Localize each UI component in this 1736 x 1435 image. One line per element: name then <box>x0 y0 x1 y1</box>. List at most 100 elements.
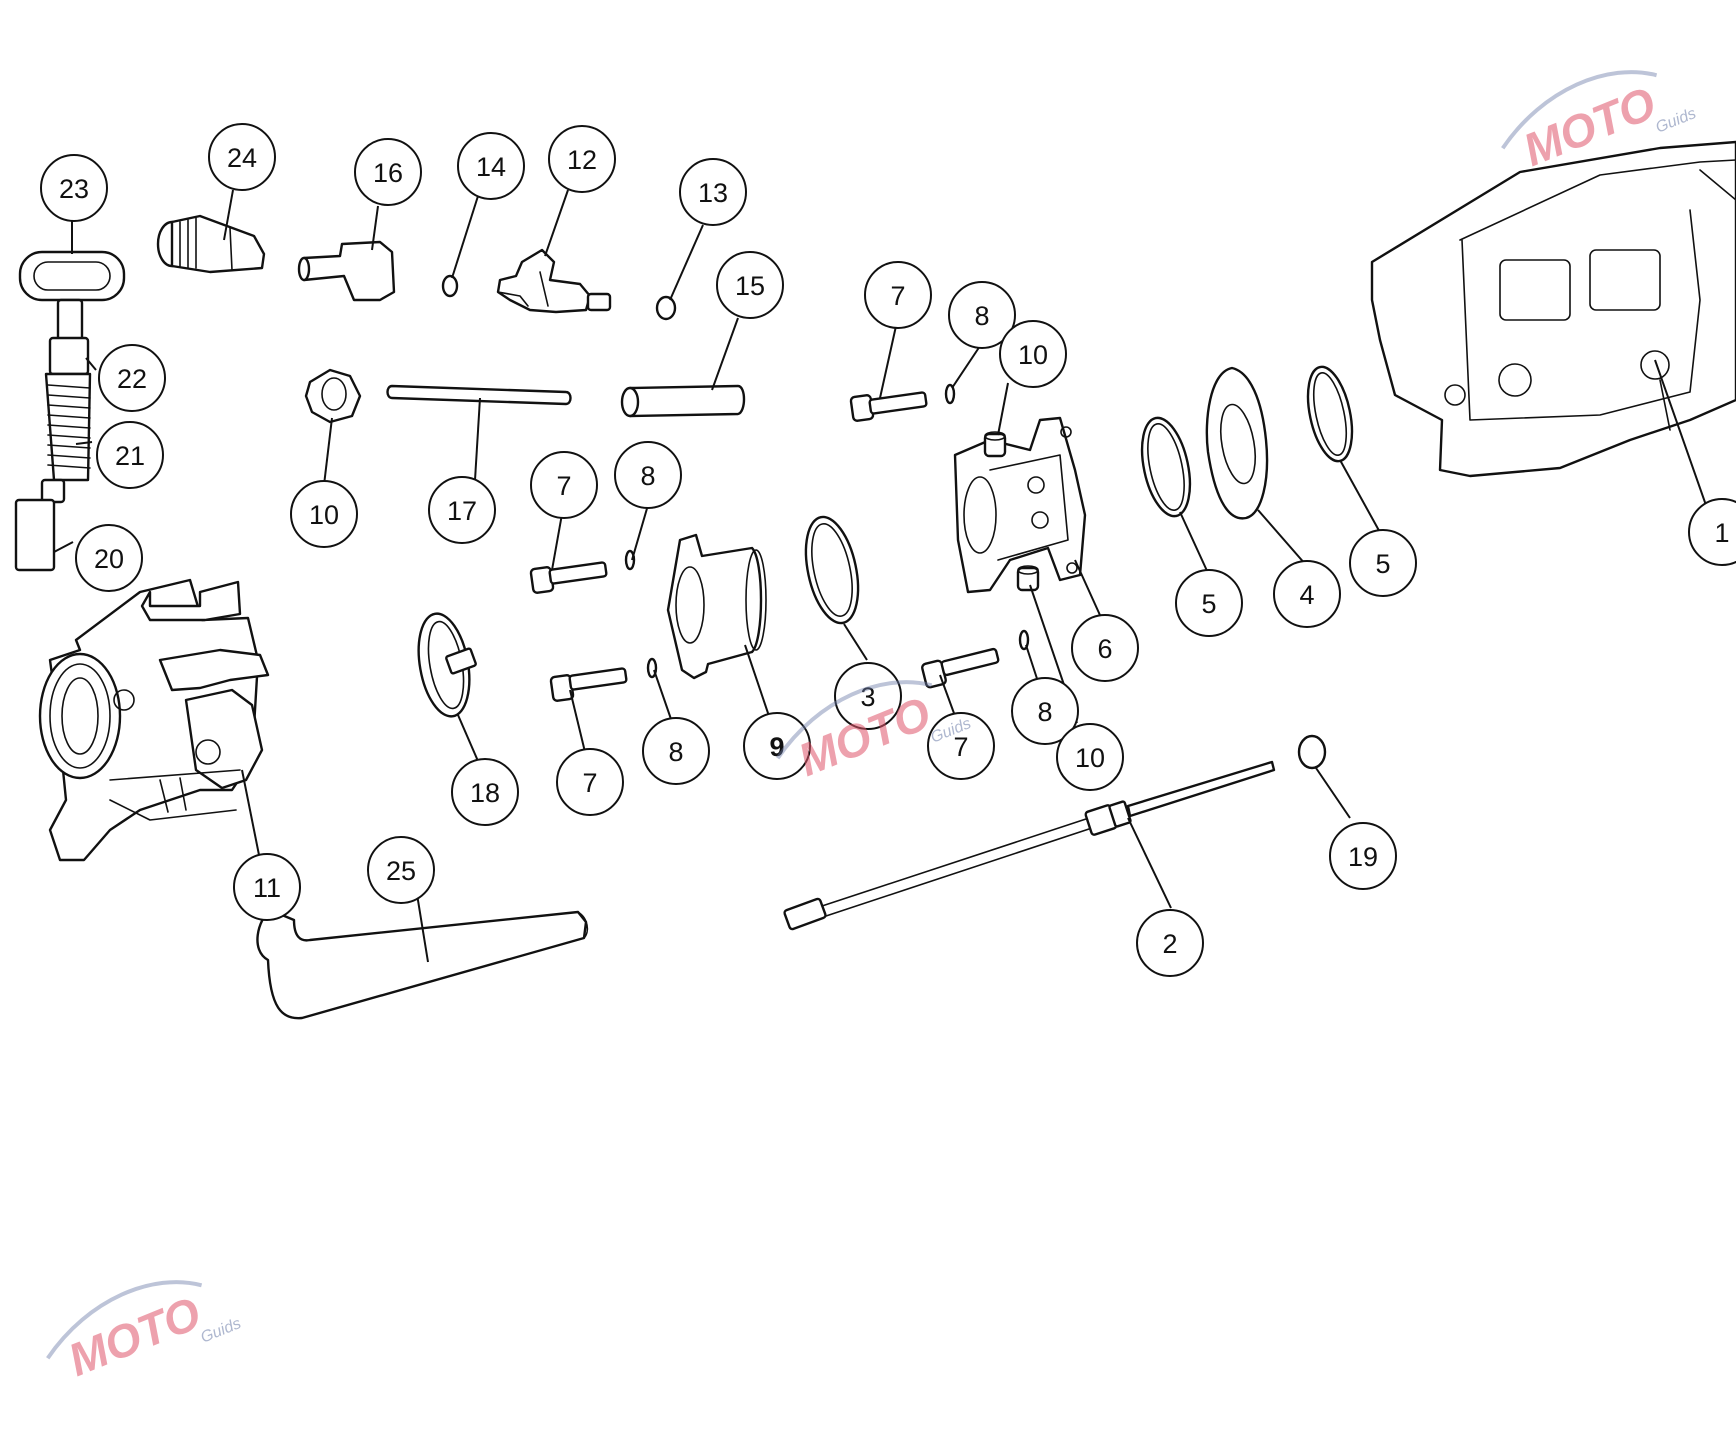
temperature-sensor-part <box>783 760 1276 931</box>
callout-9: 9 <box>743 712 811 780</box>
svg-text:8: 8 <box>974 301 989 331</box>
svg-text:8: 8 <box>668 737 683 767</box>
svg-text:14: 14 <box>476 152 506 182</box>
svg-text:11: 11 <box>253 873 281 903</box>
svg-text:23: 23 <box>59 174 89 204</box>
bushing-part-10a <box>304 368 362 424</box>
o-ring-part-13 <box>655 295 677 321</box>
svg-text:22: 22 <box>117 364 147 394</box>
callout-18: 18 <box>451 758 519 826</box>
callout-23: 23 <box>40 154 108 222</box>
svg-text:8: 8 <box>640 461 655 491</box>
svg-text:16: 16 <box>373 158 403 188</box>
callout-6: 6 <box>1071 614 1139 682</box>
callout-14: 14 <box>457 132 525 200</box>
callouts: 1 2 3 4 5 5 6 7 7 7 7 8 8 8 8 9 10 10 10… <box>40 123 1736 977</box>
svg-text:5: 5 <box>1201 589 1216 619</box>
svg-text:Guids: Guids <box>1653 105 1698 136</box>
svg-text:4: 4 <box>1299 580 1314 610</box>
svg-text:7: 7 <box>582 768 597 798</box>
svg-text:21: 21 <box>115 441 145 471</box>
o-ring-part-14 <box>441 274 459 298</box>
callout-4: 4 <box>1273 560 1341 628</box>
svg-text:8: 8 <box>1037 697 1052 727</box>
bushing-part-10b <box>983 431 1007 458</box>
svg-text:7: 7 <box>556 471 571 501</box>
svg-text:Guids: Guids <box>198 1315 243 1346</box>
svg-text:25: 25 <box>386 856 416 886</box>
callout-11: 11 <box>233 853 301 921</box>
bolt-part-7d <box>921 647 1000 689</box>
svg-text:20: 20 <box>94 544 124 574</box>
callout-10a: 10 <box>290 480 358 548</box>
callout-17: 17 <box>428 476 496 544</box>
bolt-part-7b <box>529 561 608 594</box>
callout-3: 3 <box>834 662 902 730</box>
hose-clamp-part <box>417 612 477 718</box>
svg-text:18: 18 <box>470 778 500 808</box>
svg-text:10: 10 <box>1018 340 1048 370</box>
adaptor-part-9 <box>666 533 767 680</box>
watermark-bottom-left: MOTO Guids <box>46 1280 244 1386</box>
callout-7b: 7 <box>530 451 598 519</box>
o-ring-part-3 <box>804 515 860 625</box>
o-ring-part-5a <box>1140 416 1192 518</box>
callout-15: 15 <box>716 251 784 319</box>
svg-text:13: 13 <box>698 178 728 208</box>
callout-13: 13 <box>679 158 747 226</box>
svg-text:6: 6 <box>1097 634 1112 664</box>
hose-part-25 <box>256 908 588 1020</box>
svg-text:3: 3 <box>860 682 875 712</box>
svg-text:MOTO: MOTO <box>61 1286 208 1386</box>
fuel-injector-part <box>496 248 612 314</box>
washer-part-8b <box>624 549 636 571</box>
callout-21: 21 <box>96 421 164 489</box>
callout-22: 22 <box>98 344 166 412</box>
cylinder-head-part <box>1370 140 1736 478</box>
callout-20: 20 <box>75 524 143 592</box>
part-drawings <box>14 140 1736 1020</box>
throttle-body-part <box>38 578 270 862</box>
o-ring-part-19 <box>1297 734 1327 770</box>
callout-8c: 8 <box>642 717 710 785</box>
valve-body-part-24 <box>156 214 266 274</box>
tube-part-15 <box>620 384 746 418</box>
svg-text:24: 24 <box>227 143 257 173</box>
callout-8d: 8 <box>1011 677 1079 745</box>
bushing-part-10c <box>1016 565 1040 592</box>
svg-text:10: 10 <box>1075 743 1105 773</box>
svg-text:1: 1 <box>1714 518 1729 548</box>
gasket-part-4 <box>1205 366 1269 520</box>
callout-8b: 8 <box>614 441 682 509</box>
svg-text:17: 17 <box>447 496 477 526</box>
svg-text:7: 7 <box>953 732 968 762</box>
svg-text:15: 15 <box>735 271 765 301</box>
bolt-part-7a <box>849 391 928 422</box>
callout-25: 25 <box>367 836 435 904</box>
callout-7a: 7 <box>864 261 932 329</box>
callout-7c: 7 <box>556 748 624 816</box>
callout-12: 12 <box>548 125 616 193</box>
callout-16: 16 <box>354 138 422 206</box>
callout-19: 19 <box>1329 822 1397 890</box>
callout-2: 2 <box>1136 909 1204 977</box>
idle-adjuster-part <box>14 250 126 572</box>
svg-text:2: 2 <box>1162 929 1177 959</box>
svg-text:7: 7 <box>890 281 905 311</box>
washer-part-8a <box>944 383 956 405</box>
callout-8a: 8 <box>948 281 1016 349</box>
callout-5b: 5 <box>1349 529 1417 597</box>
fitting-part-16 <box>297 240 396 302</box>
svg-text:9: 9 <box>769 732 784 762</box>
rod-part-17 <box>386 384 572 406</box>
callout-10c: 10 <box>1056 723 1124 791</box>
callout-7d: 7 <box>927 712 995 780</box>
intake-manifold-part <box>953 416 1087 594</box>
svg-text:19: 19 <box>1348 842 1378 872</box>
callout-5a: 5 <box>1175 569 1243 637</box>
washer-part-8d <box>1018 629 1030 651</box>
callout-1: 1 <box>1688 498 1736 566</box>
bolt-part-7c <box>549 667 628 702</box>
callout-10b: 10 <box>999 320 1067 388</box>
